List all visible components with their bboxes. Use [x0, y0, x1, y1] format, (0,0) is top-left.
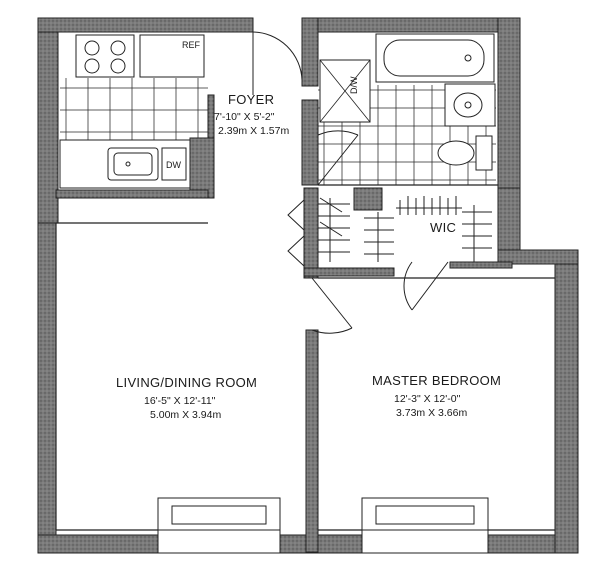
- kitchen-tile-floor: [60, 78, 208, 140]
- bedroom-door: [311, 277, 353, 334]
- wic-name: WIC: [430, 220, 456, 235]
- walk-in-closet: [364, 196, 492, 262]
- living-label: LIVING/DINING ROOM 16'-5" X 12'-11" 5.00…: [116, 375, 257, 421]
- bedroom-dim-imperial: 12'-3" X 12'-0": [394, 393, 461, 405]
- walls: [37, 17, 579, 554]
- bedroom-dim-metric: 3.73m X 3.66m: [396, 407, 467, 419]
- foyer-name: FOYER: [228, 92, 274, 107]
- foyer-label: FOYER 7'-10" X 5'-2" 2.39m X 1.57m: [214, 92, 289, 137]
- dishwasher: DW: [161, 147, 187, 181]
- foyer-dim-metric: 2.39m X 1.57m: [218, 125, 289, 137]
- bath-sink: [444, 83, 496, 127]
- washer-dryer: D/W: [319, 59, 371, 123]
- foyer-dim-imperial: 7'-10" X 5'-2": [214, 111, 275, 123]
- living-name: LIVING/DINING ROOM: [116, 375, 257, 390]
- living-dim-imperial: 16'-5" X 12'-11": [144, 395, 216, 407]
- refrigerator: REF: [139, 34, 205, 78]
- bedroom-label: MASTER BEDROOM 12'-3" X 12'-0" 3.73m X 3…: [372, 373, 501, 419]
- kitchen-sink: [107, 147, 159, 181]
- bedroom-name: MASTER BEDROOM: [372, 373, 501, 388]
- living-dim-metric: 5.00m X 3.94m: [150, 409, 221, 421]
- bathtub: [375, 33, 495, 83]
- stove: [75, 34, 135, 78]
- wic-label-group: WIC: [430, 220, 456, 235]
- dishwasher-label: DW: [166, 160, 181, 170]
- bedroom-window: [361, 497, 489, 554]
- wic-door: [403, 261, 449, 311]
- living-window: [157, 497, 281, 554]
- foyer-closet-doors: [287, 199, 305, 267]
- toilet: [437, 135, 493, 171]
- foyer-closet: [318, 197, 350, 262]
- bath-door: [317, 130, 359, 186]
- entry-door: [252, 31, 303, 95]
- washer-dryer-label: D/W: [349, 76, 359, 94]
- refrigerator-label: REF: [182, 40, 201, 50]
